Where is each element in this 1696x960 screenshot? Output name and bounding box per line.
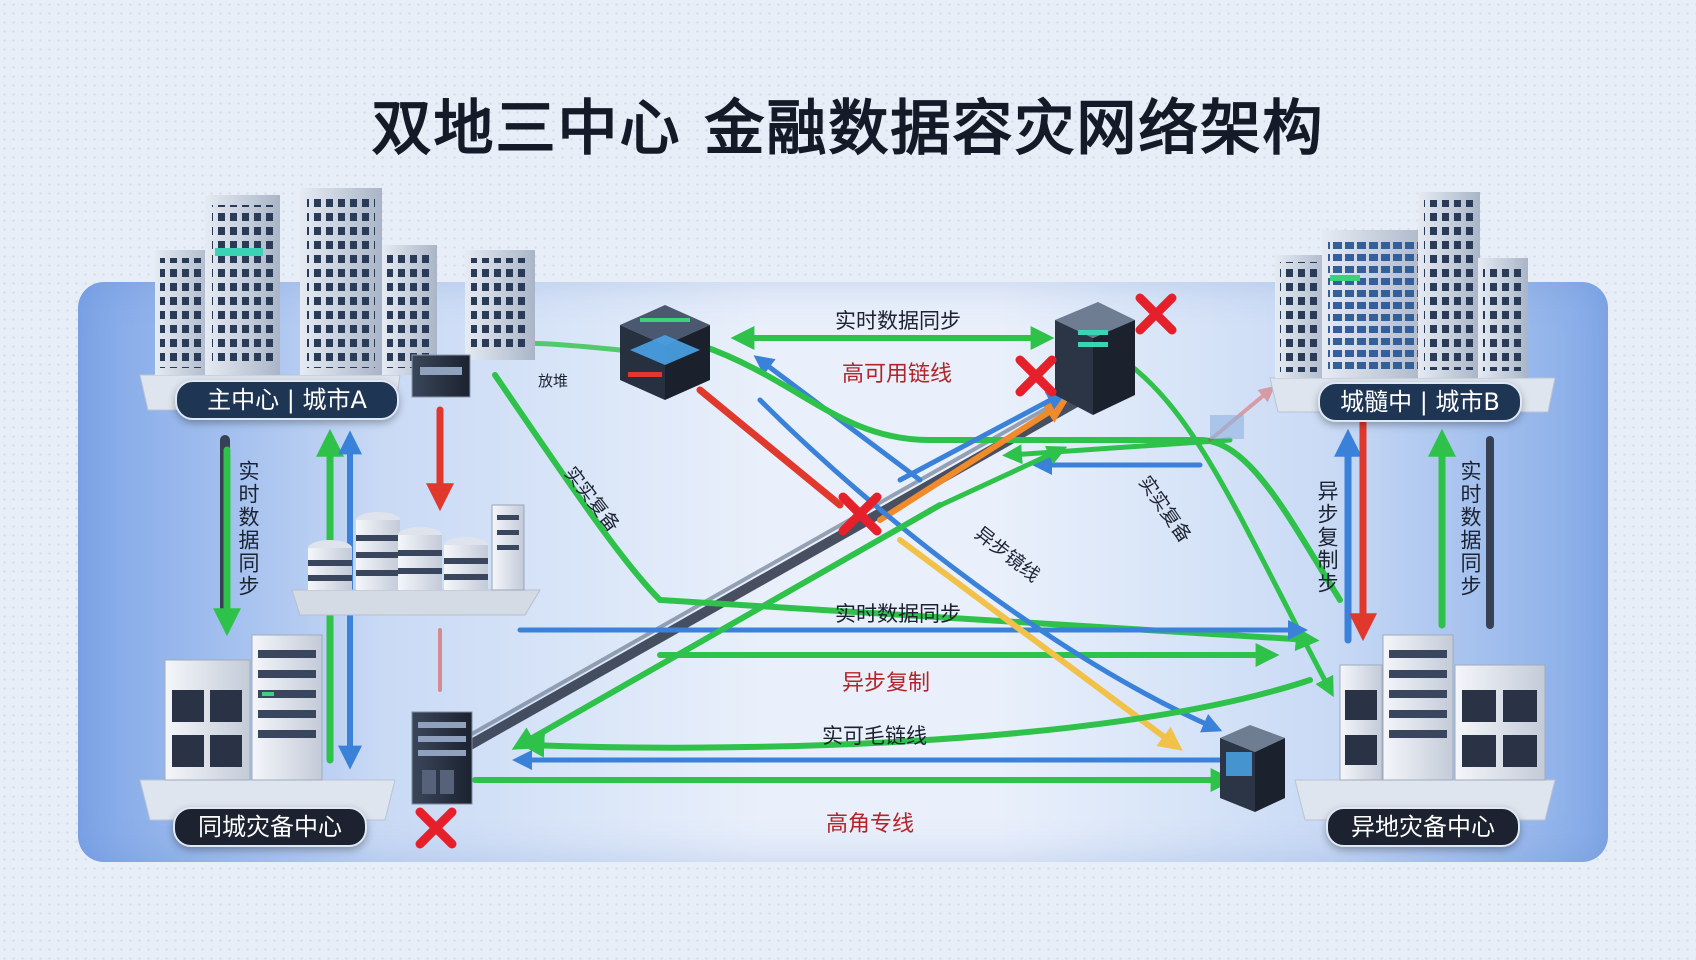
- top-left-server-cube: [620, 305, 710, 400]
- failure-x-icon-center: [838, 492, 882, 536]
- link-bottom-ha: [520, 677, 1313, 758]
- same-city-dr-servers: [139, 634, 396, 821]
- same-city-dr-label: 同城灾备中心: [173, 807, 367, 847]
- bottom-left-rack: [411, 711, 473, 805]
- top-right-server-cube: [1055, 302, 1135, 415]
- remote-dr-label: 异地灾备中心: [1326, 807, 1520, 847]
- left-vertical-label: 实时数据同步: [236, 460, 260, 598]
- bottom-ha-label: 实可毛链线: [822, 724, 927, 748]
- mid-sync-label: 实时数据同步: [835, 602, 961, 626]
- main-center-buildings: [139, 188, 535, 411]
- top-ha-label: 高可用链线: [842, 362, 953, 387]
- failure-x-icon-top-center: [1015, 355, 1057, 397]
- top-sync-label: 实时数据同步: [835, 309, 961, 333]
- remote-center-label: 城髓中 | 城市B: [1318, 382, 1522, 422]
- link-red-diag: [696, 386, 844, 509]
- connection-lines: [213, 326, 1494, 792]
- failure-x-icon-bottom-left: [415, 807, 457, 849]
- remote-dr-servers: [1294, 634, 1556, 821]
- storage-cluster: [291, 504, 541, 616]
- right-vertical-async-label: 异步复制步: [1315, 480, 1339, 595]
- small-tag-label: 放堆: [538, 372, 569, 390]
- bottom-right-server-cube: [1220, 725, 1285, 812]
- mid-async-label: 异步复制: [842, 671, 931, 696]
- page-title: 双地三中心 金融数据容灾网络架构: [371, 94, 1325, 164]
- right-vertical-sync-label: 实时数据同步: [1458, 460, 1482, 598]
- failure-x-icons: [415, 293, 1177, 849]
- main-center-label: 主中心 | 城市A: [175, 380, 399, 420]
- bottom-line-label: 高角专线: [826, 812, 915, 837]
- failure-x-icon-top-right: [1135, 293, 1177, 335]
- main-switch-icon: [411, 354, 471, 398]
